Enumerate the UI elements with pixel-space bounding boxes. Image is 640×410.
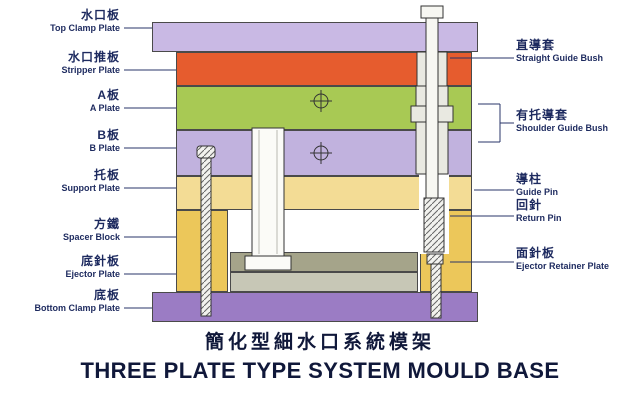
title-english: THREE PLATE TYPE SYSTEM MOULD BASE bbox=[80, 358, 560, 383]
label-en: Bottom Clamp Plate bbox=[34, 303, 120, 313]
title-chinese: 簡化型細水口系統模架 bbox=[204, 332, 435, 353]
spacer-block-left bbox=[176, 210, 228, 292]
label-en: Spacer Block bbox=[62, 232, 120, 242]
plate-b bbox=[176, 130, 472, 176]
label-en: Top Clamp Plate bbox=[50, 23, 120, 33]
label-zh: B板 bbox=[97, 128, 120, 142]
label-zh: 有托導套 bbox=[516, 108, 569, 122]
plate-a bbox=[176, 86, 472, 130]
label-en: A Plate bbox=[89, 103, 120, 113]
label-en: Guide Pin bbox=[516, 187, 559, 197]
label-en: Shoulder Guide Bush bbox=[516, 123, 609, 133]
plate-support bbox=[176, 176, 472, 210]
label-zh: 底針板 bbox=[80, 254, 120, 268]
plate-top-clamp bbox=[152, 22, 478, 52]
diagram-titles: 簡化型細水口系統模架 THREE PLATE TYPE SYSTEM MOULD… bbox=[0, 330, 640, 386]
label-ejector-retainer-plate: 面針板 Ejector Retainer Plate bbox=[516, 246, 638, 272]
label-top-clamp-plate: 水口板 Top Clamp Plate bbox=[2, 8, 120, 34]
label-b-plate: B板 B Plate bbox=[2, 128, 120, 154]
label-zh: 水口推板 bbox=[67, 50, 120, 64]
plate-ejector-retainer bbox=[230, 252, 418, 272]
plate-stripper bbox=[176, 52, 472, 86]
label-zh: 托板 bbox=[93, 168, 120, 182]
label-zh: 導柱 bbox=[516, 172, 543, 186]
label-en: Ejector Retainer Plate bbox=[516, 261, 610, 271]
label-straight-guide-bush: 直導套 Straight Guide Bush bbox=[516, 38, 638, 64]
label-zh: 面針板 bbox=[516, 246, 556, 260]
spacer-block-right bbox=[420, 210, 472, 292]
label-bottom-clamp-plate: 底板 Bottom Clamp Plate bbox=[2, 288, 120, 314]
label-en: Support Plate bbox=[61, 183, 120, 193]
label-zh: 回針 bbox=[516, 198, 543, 212]
label-zh: 水口板 bbox=[80, 8, 120, 22]
label-en: Straight Guide Bush bbox=[516, 53, 604, 63]
label-en: B Plate bbox=[89, 143, 120, 153]
label-guide-pin: 導柱 Guide Pin bbox=[516, 172, 638, 198]
label-en: Ejector Plate bbox=[65, 269, 120, 279]
plate-bottom-clamp bbox=[152, 292, 478, 322]
label-ejector-plate: 底針板 Ejector Plate bbox=[2, 254, 120, 280]
label-zh: 直導套 bbox=[516, 38, 556, 52]
label-spacer-block: 方鐵 Spacer Block bbox=[2, 217, 120, 243]
label-en: Stripper Plate bbox=[61, 65, 120, 75]
label-a-plate: A板 A Plate bbox=[2, 88, 120, 114]
label-zh: A板 bbox=[97, 88, 120, 102]
label-en: Return Pin bbox=[516, 213, 562, 223]
label-support-plate: 托板 Support Plate bbox=[2, 168, 120, 194]
plate-ejector bbox=[230, 272, 418, 292]
label-stripper-plate: 水口推板 Stripper Plate bbox=[2, 50, 120, 76]
label-return-pin: 回針 Return Pin bbox=[516, 198, 638, 224]
label-shoulder-guide-bush: 有托導套 Shoulder Guide Bush bbox=[516, 108, 638, 134]
label-zh: 底板 bbox=[93, 288, 120, 302]
label-zh: 方鐵 bbox=[93, 217, 120, 231]
